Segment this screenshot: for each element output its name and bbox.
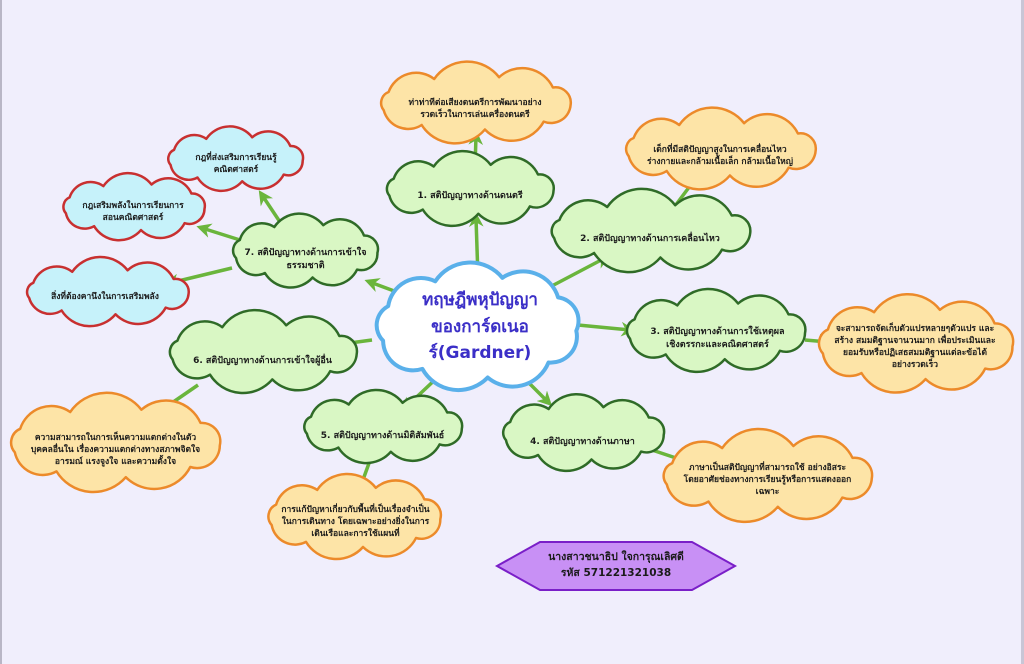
nature-sub-3: สิ่งที่ต้องคานึงในการเสริมพลัง (51, 292, 159, 303)
cloud-center (374, 260, 581, 392)
cloud-movement (550, 187, 752, 274)
desc-movement: เด็กที่มีสติปัญญาสูงในการเคลื่อนไหว ร่าง… (647, 145, 793, 167)
cloud-desc-logic (817, 293, 1015, 394)
cloud-desc-spatial (267, 472, 443, 561)
cloud-desc-music (379, 60, 572, 145)
center-line-2: ของการ์ดเนอร์(Gardner) (428, 316, 532, 364)
cloud-language (501, 392, 666, 473)
nature-sub-1: กฎที่ส่งเสริมการเรียนรู้ คณิตศาสตร์ (195, 153, 277, 175)
category-movement: 2. สติปัญญาทางด้านการเคลื่อนไหว (580, 233, 720, 244)
cloud-spatial (303, 388, 464, 465)
signature-hexagon (494, 541, 738, 591)
arrow-nature-sub2 (196, 223, 241, 242)
cloud-sub-2 (62, 171, 207, 242)
cloud-logic (625, 287, 807, 374)
cloud-music (385, 149, 555, 228)
arrow-to-movement (547, 255, 611, 290)
cloud-desc-language (662, 427, 874, 524)
cloud-desc-interpersonal (9, 391, 222, 494)
student-id: รหัส 571221321038 (560, 567, 672, 579)
category-music: 1. สติปัญญาทางด้านดนตรี (417, 190, 523, 201)
cloud-sub-3 (25, 255, 190, 328)
desc-interpersonal: ความสามารถในการเห็นความแตกต่างในตัว บุคค… (30, 433, 201, 467)
cloud-shapes (9, 60, 1015, 561)
center-topic: ทฤษฎีพหุปัญญา ของการ์ดเนอร์(Gardner) (385, 288, 575, 366)
arrow-nature-sub1 (258, 190, 284, 226)
signature-block: นางสาวชนาธิป ใจการุณเลิศดี รหัส 57122132… (540, 544, 692, 588)
category-language: 4. สติปัญญาทางด้านภาษา (530, 436, 635, 447)
desc-music: ท่าท่าทีต่อเสียงดนตรีการพัฒนาอย่าง รวดเร… (408, 98, 542, 120)
cloud-desc-movement (624, 106, 817, 191)
category-interpersonal: 6. สติปัญญาทางด้านการเข้าใจผู้อื่น (193, 355, 332, 366)
arrow-to-logic (577, 321, 636, 337)
cloud-naturalist (231, 212, 380, 289)
desc-logic: จะสามารถจัดเก็บตัวแปรหลายๆตัวแปร และ สร้… (834, 324, 996, 370)
nature-sub-2: กฎเสริมพลังในการเรียนการ สอนคณิตศาสตร์ (82, 201, 184, 223)
cloud-interpersonal (168, 308, 359, 395)
category-spatial: 5. สติปัญญาทางด้านมิติสัมพันธ์ (320, 430, 445, 441)
category-logic: 3. สติปัญญาทางด้านการใช้เหตุผล เชิงตรรกะ… (650, 327, 785, 350)
frame-left-border (0, 0, 2, 664)
category-naturalist: 7. สติปัญญาทางด้านการเข้าใจ ธรรมชาติ (244, 248, 367, 271)
frame-right-border (1021, 0, 1024, 664)
cloud-sub-1 (167, 125, 305, 193)
center-line-1: ทฤษฎีพหุปัญญา (422, 290, 538, 311)
author-name: นางสาวชนาธิป ใจการุณเลิศดี (548, 551, 684, 564)
desc-language: ภาษาเป็นสติปัญญาที่สามารถใช้ อย่างอิสระ … (683, 463, 852, 497)
desc-spatial: การแก้ปัญหาเกี่ยวกับพื้นที่เป็นเรื่องจำเ… (281, 505, 430, 539)
